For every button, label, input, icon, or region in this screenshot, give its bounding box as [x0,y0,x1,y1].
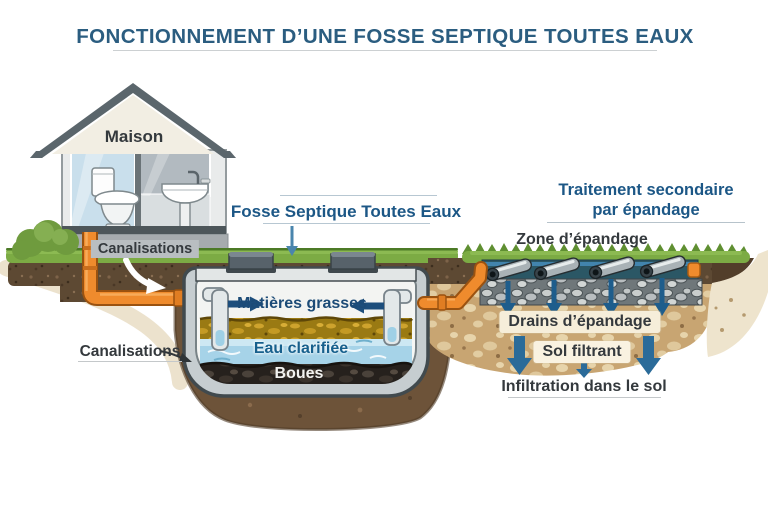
flow-arrow-house-head [146,278,166,294]
room-divider [135,153,141,228]
down-arrow [654,278,670,316]
distribution-pipe [482,262,698,266]
roof-eave [30,151,48,158]
secondary-treatment-heading-1: Traitement secondaire [558,181,734,199]
tank-label-rule-top [280,195,437,196]
drain-pipe [639,255,687,279]
percolation-arrows [500,278,670,316]
small-down-arrow [576,362,592,378]
big-down-arrow [636,336,661,375]
tank-label: Fosse Septique Toutes Eaux [230,202,462,221]
label-pointer-canalisations [159,350,192,362]
topsoil-face-right [712,258,754,283]
house-pipes-label: Canalisations [90,240,200,258]
outlet-baffle [383,289,412,346]
big-down-arrow [507,336,532,375]
inlet-pipe [82,232,196,307]
toilet-icon [91,167,140,230]
window-glare [142,153,170,196]
sludge-layer-label: Boues [274,365,324,382]
drain-pipe [533,257,581,281]
pipe-ring [83,246,97,250]
roof-eave [218,151,236,158]
secondary-treatment-underline [547,222,745,223]
drain-pipe [588,256,636,280]
infiltration-label: Infiltration dans le sol [501,378,667,395]
house [30,83,236,261]
sludge-layer [200,364,412,384]
scum-layer [200,318,412,339]
inlet-baffle [202,287,229,351]
headspace [200,280,412,320]
drains-label: Drains d’épandage [499,311,661,333]
scum-layer-label: Matières grasses [237,295,367,312]
water-waves [207,346,387,359]
gravel-bed [479,278,703,306]
page-title: FONCTIONNEMENT D’UNE FOSSE SEPTIQUE TOUT… [76,25,694,48]
water-layer-label: Eau clarifiée [253,340,349,357]
outlet-pipe [417,261,488,311]
flow-arrow-outlet [350,298,384,314]
spreading-zone-label: Zone d’épandage [516,231,648,248]
sink-icon [161,170,211,229]
bush [12,220,79,260]
drain-pipe [485,258,533,282]
drain-pipes [485,255,687,282]
infiltration-underline [508,397,661,398]
pipe-coupling [437,294,447,311]
flow-arrow-inlet [228,296,264,312]
septic-tank [182,252,430,398]
label-pointer-tank [286,226,298,256]
house-label: Maison [104,127,164,146]
house-floor [62,226,226,234]
down-arrow [603,279,619,316]
tank-pipes-label: Canalisations [79,343,181,360]
down-arrow [546,280,562,316]
house-roof [30,83,236,158]
tank-label-rule-bottom [263,223,430,224]
pipe-ring [83,266,97,270]
water-highlight [200,339,412,346]
tank-lid-left [226,252,276,273]
water-waves-dark [213,339,373,361]
house-gable [52,95,214,154]
pipe-end-cap [687,262,701,278]
sludge-surface [199,361,413,369]
tank-pipes-underline [78,361,182,362]
infiltration-arrows [507,336,661,378]
tank-surround-edge [173,266,454,432]
filter-soil-label: Sol filtrant [533,341,631,363]
secondary-treatment-heading-2: par épandage [592,201,700,219]
down-arrow [500,281,516,316]
title-underline [113,50,657,51]
mound-grass-highlight [470,251,742,255]
tank-lid-right [328,252,378,273]
